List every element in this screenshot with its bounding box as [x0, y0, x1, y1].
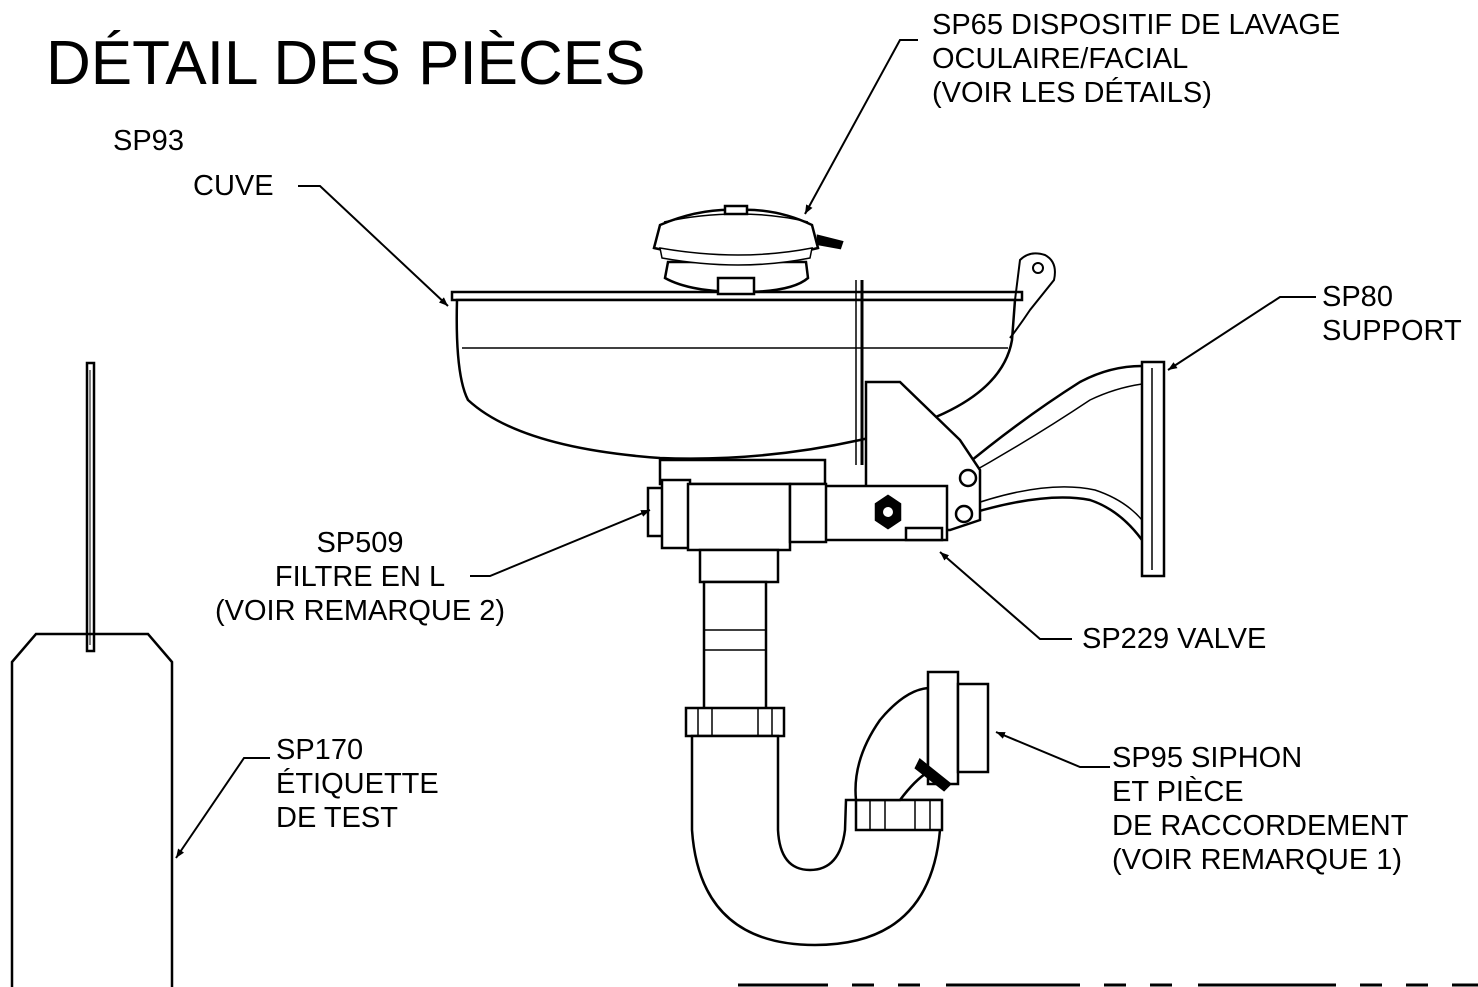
- test-tag-illustration: [10, 361, 174, 987]
- label-sp170-line-3: DE TEST: [276, 802, 398, 834]
- label-sp80: SP80 SUPPORT: [1322, 280, 1462, 348]
- label-sp509-line-1: SP509: [316, 527, 404, 559]
- eyewash-head-illustration: [652, 204, 844, 296]
- label-sp509-line-2: FILTRE EN L: [274, 561, 446, 593]
- label-sp95-line-4: (VOIR REMARQUE 1): [1112, 844, 1403, 876]
- leader-cuve: [298, 185, 449, 307]
- leader-sp65: [804, 39, 918, 215]
- label-sp170-line-1: SP170: [276, 734, 364, 766]
- leader-sp80: [1167, 296, 1316, 371]
- p-trap-illustration: [684, 580, 990, 947]
- label-sp65-line-1: SP65 DISPOSITIF DE LAVAGE: [932, 9, 1341, 41]
- label-sp80-line-1: SP80: [1322, 281, 1393, 313]
- label-sp170-line-2: ÉTIQUETTE: [276, 768, 439, 800]
- leader-lines: [175, 39, 1316, 859]
- label-sp95-line-2: ET PIÈCE: [1112, 776, 1244, 808]
- leader-sp229: [939, 551, 1072, 640]
- label-sp509: SP509 FILTRE EN L (VOIR REMARQUE 2): [196, 526, 524, 628]
- label-sp80-line-2: SUPPORT: [1322, 315, 1462, 347]
- page-title: DÉTAIL DES PIÈCES: [46, 29, 646, 98]
- label-sp170: SP170 ÉTIQUETTE DE TEST: [276, 733, 439, 835]
- label-sp65-line-2: OCULAIRE/FACIAL: [932, 43, 1189, 75]
- label-cuve: CUVE: [193, 170, 274, 202]
- label-sp93: SP93: [113, 125, 184, 157]
- label-sp229: SP229 VALVE: [1082, 623, 1267, 655]
- label-sp95-line-1: SP95 SIPHON: [1112, 742, 1303, 774]
- label-sp95: SP95 SIPHON ET PIÈCE DE RACCORDEMENT (VO…: [1112, 741, 1408, 877]
- label-sp509-line-3: (VOIR REMARQUE 2): [214, 595, 506, 627]
- valve-illustration: [820, 380, 982, 542]
- leader-sp509: [470, 509, 651, 577]
- leader-sp95: [995, 731, 1110, 768]
- label-sp65-line-3: (VOIR LES DÉTAILS): [932, 77, 1212, 109]
- label-sp95-line-3: DE RACCORDEMENT: [1112, 810, 1409, 842]
- l-filter-illustration: [646, 458, 828, 584]
- leader-sp170: [175, 757, 270, 859]
- label-sp65: SP65 DISPOSITIF DE LAVAGE OCULAIRE/FACIA…: [932, 8, 1340, 110]
- wall-bracket-illustration: [949, 360, 1166, 578]
